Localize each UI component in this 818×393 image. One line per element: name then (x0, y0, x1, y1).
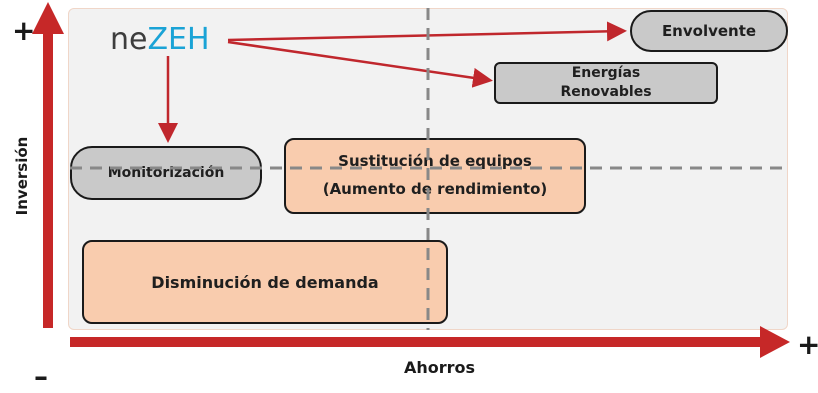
sustitucion-line-2: (Aumento de rendimiento) (322, 180, 548, 198)
envolvente-box: Envolvente (630, 10, 788, 52)
x-axis-label: Ahorros (404, 358, 476, 377)
y-axis-plus-sign: + (12, 14, 36, 47)
energias-renovables-box: Energías Renovables (494, 62, 718, 104)
y-axis-label: Inversión (13, 136, 31, 216)
sustitucion-equipos-box: Sustitución de equipos (Aumento de rendi… (284, 138, 586, 214)
logo-suffix: ZEH (147, 22, 210, 57)
logo-prefix: ne (110, 22, 148, 57)
y-axis-shaft (43, 28, 53, 328)
x-axis-plus-sign: + (797, 328, 818, 361)
nezeh-logo: neZEH (110, 22, 210, 58)
sustitucion-line-1: Sustitución de equipos (338, 152, 532, 171)
x-axis-arrowhead (760, 326, 790, 358)
arrow-to-energias (227, 40, 493, 88)
origin-minus-sign: – (34, 360, 48, 393)
disminucion-demanda-box: Disminución de demanda (82, 240, 448, 324)
energias-line-2: Renovables (560, 84, 652, 100)
arrow-to-envolvente (227, 21, 627, 42)
monitorizacion-box: Monitorización (70, 146, 262, 200)
y-axis-arrowhead (32, 2, 64, 34)
energias-line-1: Energías (571, 65, 641, 82)
x-axis-shaft (70, 337, 780, 347)
